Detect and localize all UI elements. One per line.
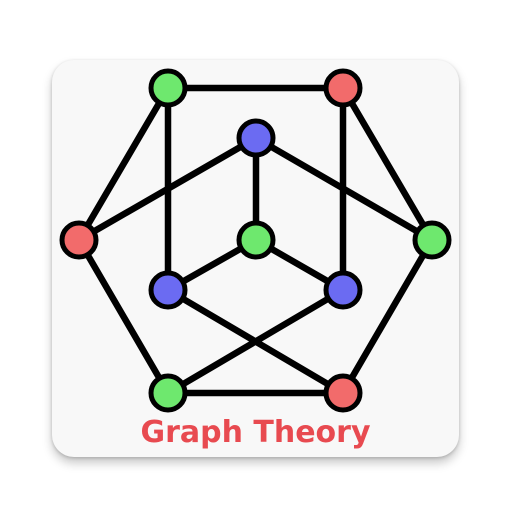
graph-edge-mid-right-bottom-left: [164, 286, 347, 397]
graph-node-upper-center: [236, 118, 276, 158]
graph-edge-left-bottom-left: [75, 236, 172, 397]
graph-node-bottom-left: [148, 373, 188, 413]
app-title: Graph Theory: [140, 415, 371, 450]
graph-node-mid-right: [323, 270, 363, 310]
graph-node-top-right: [323, 68, 363, 108]
graph-edge-upper-center-right: [252, 134, 436, 244]
graph-nodes: [59, 68, 452, 413]
graph-node-right: [412, 220, 452, 260]
graph-node-top-left: [148, 68, 188, 108]
graph-edge-top-right-right: [339, 84, 436, 244]
graph-node-center: [236, 220, 276, 260]
graph-node-left: [59, 220, 99, 260]
graph-edge-upper-center-left: [75, 134, 260, 244]
graph-node-bottom-right: [323, 373, 363, 413]
graph-node-mid-left: [148, 270, 188, 310]
graph-edge-right-bottom-right: [339, 236, 436, 397]
graph-edge-top-left-left: [75, 84, 172, 244]
